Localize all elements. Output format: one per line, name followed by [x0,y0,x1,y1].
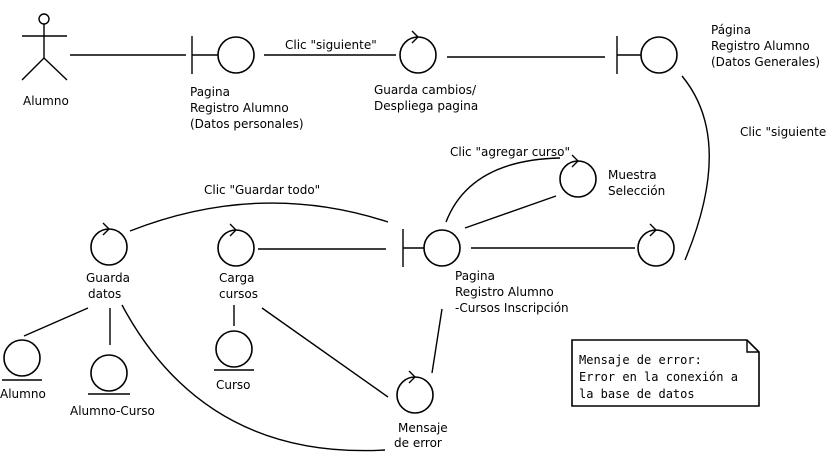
entity-alumno-curso[interactable]: Alumno-Curso [70,354,155,418]
control-label-line-2: Despliega pagina [374,99,478,113]
boundary-label-line-3: (Datos personales) [190,117,304,131]
boundary-label-line-3: (Datos Generales) [711,55,820,69]
control-label-line-2: datos [88,287,121,301]
link-cursos-inscripcion-muestra-seleccion [445,157,561,223]
link-datos-generales-control-right [681,75,710,261]
control-label-line-2: de error [394,436,442,450]
boundary-datos-generales[interactable]: Página Registro Alumno (Datos Generales) [616,23,820,74]
entity-alumno[interactable]: Alumno [0,339,46,401]
link-cursos-inscripcion-muestra-seleccion-2 [464,195,557,229]
boundary-label-line-2: Registro Alumno [455,285,554,299]
control-label-line-1: Carga [219,271,254,285]
boundary-icon [191,36,255,74]
note-line-3: la base de datos [579,387,695,401]
control-guarda-datos[interactable]: Guarda datos [86,222,130,301]
control-icon [396,370,434,414]
entity-icon [88,354,130,395]
connections [23,54,710,452]
message-clic-agregar-curso: Clic "agregar curso" [450,145,570,159]
message-clic-siguiente-2: Clic "siguiente" [740,125,827,139]
message-clic-siguiente-1: Clic "siguiente" [285,38,377,52]
entity-label: Alumno-Curso [70,404,155,418]
control-muestra-seleccion[interactable]: Muestra Selección [559,154,665,198]
link-guarda-datos-mensaje-error [121,304,386,452]
control-label-line-1: Mensaje [398,421,448,435]
link-guarda-datos-cursos-inscripcion [129,202,389,232]
note-line-2: Error en la conexión a [579,370,738,384]
link-guarda-datos-entity-alumno [23,307,89,337]
boundary-icon [402,229,461,267]
boundary-cursos-inscripcion[interactable]: Pagina Registro Alumno -Cursos Inscripci… [402,229,569,315]
stick-figure-icon [21,13,68,81]
boundary-icon [616,36,678,74]
message-clic-guardar-todo: Clic "Guardar todo" [204,183,320,197]
link-cursos-inscripcion-mensaje-error [431,308,443,374]
control-label-line-2: cursos [219,287,258,301]
boundary-label-line-1: Pagina [455,269,495,283]
boundary-label-line-2: Registro Alumno [190,101,289,115]
entity-icon [214,330,254,371]
note-line-1: Mensaje de error: [579,353,702,367]
control-carga-cursos[interactable]: Carga cursos [217,223,258,301]
control-icon [637,223,675,267]
boundary-label-line-1: Página [711,23,751,37]
control-icon [559,154,597,198]
boundary-datos-personales[interactable]: Pagina Registro Alumno (Datos personales… [190,36,304,131]
control-icon [90,222,128,266]
actor-alumno: Alumno [21,13,69,108]
boundary-label-line-2: Registro Alumno [711,39,810,53]
boundary-label-line-1: Pagina [190,85,230,99]
control-icon [217,223,255,267]
note-fold [746,340,759,353]
entity-icon [2,339,42,381]
control-label-line-2: Selección [608,184,665,198]
entity-label: Alumno [0,387,46,401]
control-label-line-1: Guarda [86,271,130,285]
entity-label: Curso [216,378,251,392]
control-guarda-cambios[interactable]: Guarda cambios/ Despliega pagina [374,30,478,113]
control-label-line-1: Muestra [608,168,657,182]
control-mensaje-error[interactable]: Mensaje de error [394,370,448,450]
control-label-line-1: Guarda cambios/ [374,83,477,97]
note-outline [571,339,760,407]
link-carga-cursos-mensaje-error [261,307,389,398]
actor-label: Alumno [23,94,69,108]
control-icon [399,30,437,74]
entity-curso[interactable]: Curso [214,330,254,392]
note-error-conexion: Mensaje de error: Error en la conexión a… [571,339,760,407]
boundary-label-line-3: -Cursos Inscripción [455,301,569,315]
control-despliega-cursos[interactable] [637,223,675,267]
